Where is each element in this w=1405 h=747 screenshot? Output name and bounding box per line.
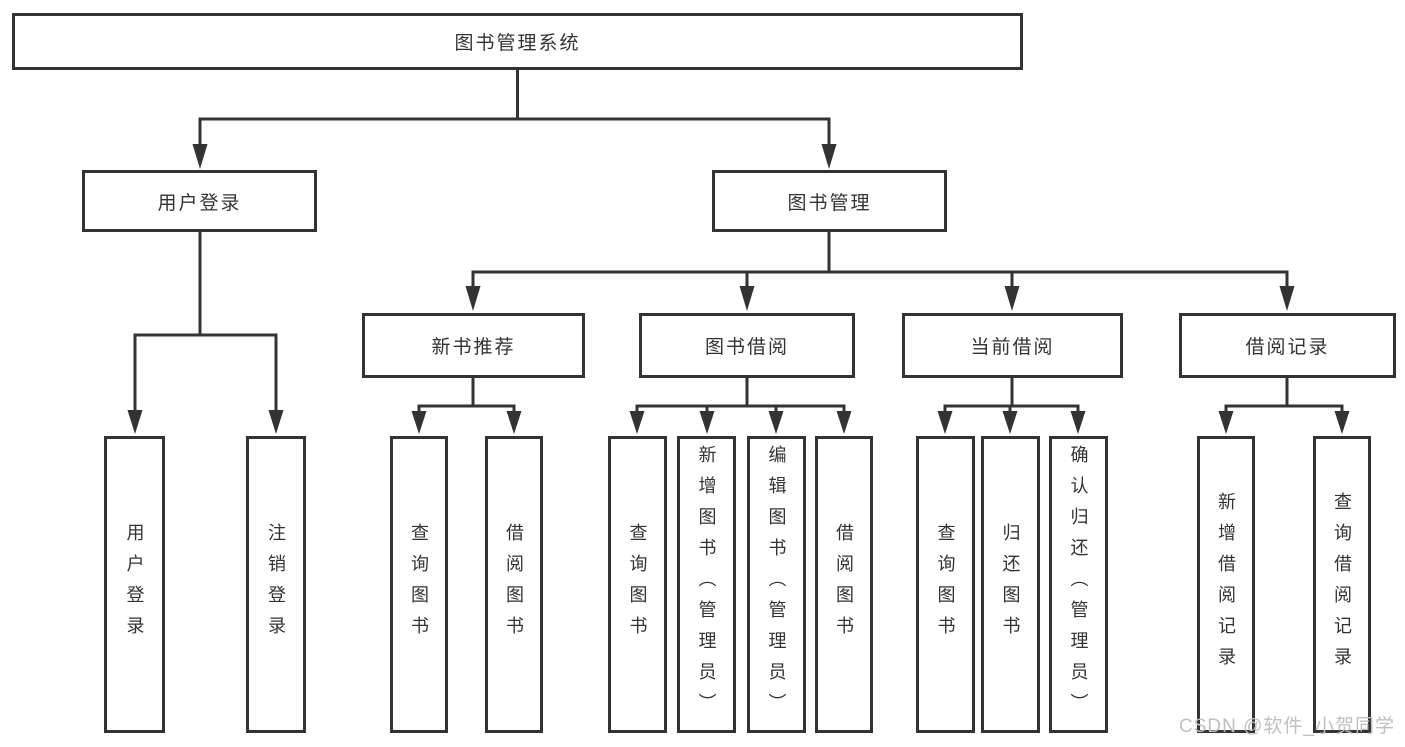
node-label: 查询图书 bbox=[409, 522, 429, 647]
node-label: 图书管理 bbox=[787, 192, 872, 214]
connector-user-login-to-leaves bbox=[133, 232, 278, 412]
node-label: 借阅图书 bbox=[834, 522, 854, 647]
node-label: 图书管理系统 bbox=[454, 33, 581, 54]
csdn-watermark: CSDN @软件_小贺同学 bbox=[1179, 716, 1395, 737]
node-book-borrowing: 图书借阅 bbox=[639, 313, 855, 378]
leaf-logout: 注销登录 bbox=[246, 436, 306, 733]
leaf-add-books-admin: 新增图书（管理员） bbox=[677, 436, 736, 733]
connector-root-to-level2 bbox=[198, 70, 831, 147]
node-label: 用户登录 bbox=[124, 522, 145, 647]
node-label: 查询借阅记录 bbox=[1332, 491, 1352, 678]
arrowheads bbox=[127, 144, 1350, 434]
node-label: 图书借阅 bbox=[704, 337, 789, 358]
node-label: 新增图书（管理员） bbox=[696, 445, 717, 724]
leaf-user-login: 用户登录 bbox=[104, 436, 165, 733]
node-new-book-recommendation: 新书推荐 bbox=[362, 313, 585, 378]
node-label: 借阅图书 bbox=[504, 522, 524, 647]
connector-current-borrow-to-leaves bbox=[943, 378, 1080, 413]
node-label: 查询图书 bbox=[935, 522, 956, 647]
leaf-query-books-recommend: 查询图书 bbox=[390, 436, 448, 733]
connector-book-borrow-to-leaves bbox=[635, 378, 846, 413]
connector-new-rec-to-leaves bbox=[417, 378, 516, 413]
node-label: 确认归还（管理员） bbox=[1068, 445, 1089, 724]
node-label: 用户登录 bbox=[157, 192, 242, 214]
node-label: 编辑图书（管理员） bbox=[766, 445, 787, 724]
leaf-query-books-borrowing: 查询图书 bbox=[608, 436, 667, 733]
node-label: 注销登录 bbox=[266, 522, 286, 647]
node-label: 查询图书 bbox=[627, 522, 648, 647]
node-current-borrowing: 当前借阅 bbox=[902, 313, 1123, 378]
connector-book-mgmt-to-level3 bbox=[471, 232, 1289, 289]
leaf-query-borrow-record: 查询借阅记录 bbox=[1313, 436, 1371, 733]
node-user-login: 用户登录 bbox=[82, 170, 317, 232]
leaf-borrow-books: 借阅图书 bbox=[815, 436, 873, 733]
node-book-management: 图书管理 bbox=[712, 170, 947, 232]
node-label: 新增借阅记录 bbox=[1216, 491, 1236, 678]
node-label: 新书推荐 bbox=[431, 337, 516, 358]
node-label: 借阅记录 bbox=[1245, 337, 1330, 358]
leaf-add-borrow-record: 新增借阅记录 bbox=[1197, 436, 1255, 733]
leaf-confirm-return-admin: 确认归还（管理员） bbox=[1049, 436, 1108, 733]
leaf-return-books: 归还图书 bbox=[981, 436, 1040, 733]
leaf-borrow-books-recommend: 借阅图书 bbox=[485, 436, 543, 733]
node-label: 当前借阅 bbox=[970, 337, 1055, 358]
node-library-management-system: 图书管理系统 bbox=[12, 13, 1023, 70]
leaf-query-books-current: 查询图书 bbox=[916, 436, 975, 733]
connector-borrow-records-to-leaves bbox=[1224, 378, 1344, 413]
node-label: 归还图书 bbox=[1000, 522, 1021, 647]
leaf-edit-books-admin: 编辑图书（管理员） bbox=[747, 436, 806, 733]
node-borrowing-records: 借阅记录 bbox=[1179, 313, 1396, 378]
